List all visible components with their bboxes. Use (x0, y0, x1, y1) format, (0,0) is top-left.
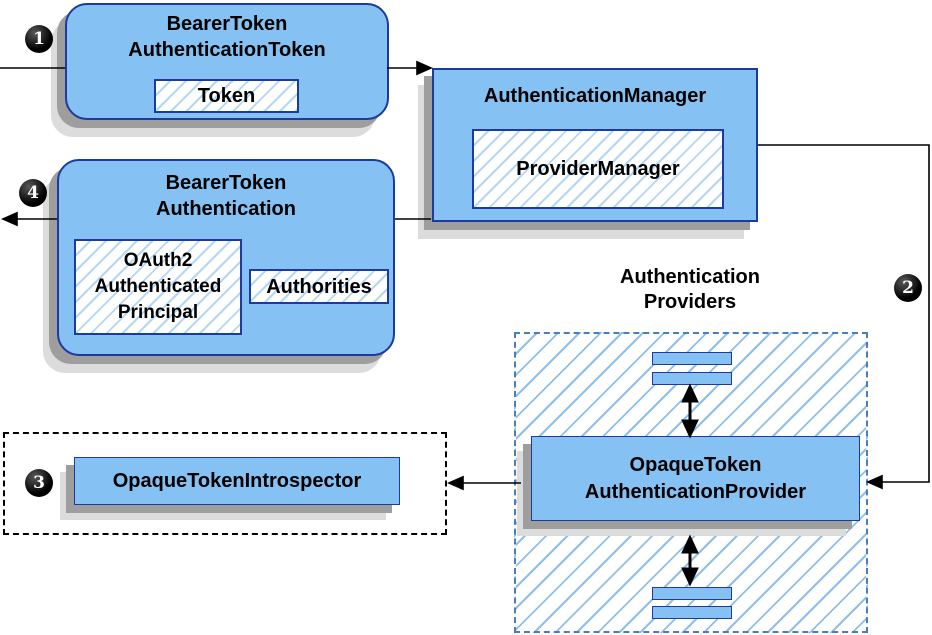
arrowhead-left-icon (447, 475, 464, 491)
bearer-token-authentication-token-node: BearerToken AuthenticationToken Token (65, 3, 389, 120)
opaque-token-introspector-group: OpaqueTokenIntrospector (3, 432, 447, 535)
authentication-providers-label: Authentication Providers (620, 266, 760, 313)
provider-slot-bar (652, 372, 732, 385)
provider-manager-box: ProviderManager (472, 129, 724, 209)
step-1-badge: 1 (25, 25, 53, 53)
authentication-manager-node: AuthenticationManager ProviderManager (432, 68, 758, 222)
bearer-token-authentication-title: BearerToken Authentication (156, 172, 296, 220)
provider-manager-label: ProviderManager (516, 158, 680, 180)
arrowhead-left-icon (1, 211, 18, 227)
oauth2-authenticated-principal-label: OAuth2 Authenticated Principal (94, 250, 222, 323)
authorities-box: Authorities (249, 269, 389, 304)
token-label: Token (197, 85, 256, 107)
opaque-token-introspector-node: OpaqueTokenIntrospector (74, 457, 400, 505)
provider-slot-bar (652, 352, 732, 365)
bearer-token-authentication-token-title: BearerToken AuthenticationToken (128, 13, 326, 61)
step-3-badge: 3 (25, 469, 53, 497)
authentication-providers-region: OpaqueToken AuthenticationProvider (514, 332, 868, 633)
authorities-label: Authorities (266, 275, 372, 298)
step-4-badge: 4 (19, 179, 47, 207)
oauth2-authenticated-principal-box: OAuth2 Authenticated Principal (74, 239, 242, 335)
authentication-manager-title: AuthenticationManager (483, 85, 707, 107)
opaque-token-authentication-provider-node: OpaqueToken AuthenticationProvider (531, 436, 860, 521)
step-2-badge: 2 (894, 274, 922, 302)
provider-slot-bar (652, 587, 732, 600)
arrowhead-right-icon (416, 60, 433, 76)
provider-slot-bar (652, 606, 732, 619)
token-box: Token (154, 79, 299, 113)
opaque-token-introspector-label: OpaqueTokenIntrospector (112, 469, 362, 492)
arrowhead-left-icon (866, 474, 883, 490)
bearer-token-authentication-node: BearerToken Authentication OAuth2 Authen… (57, 159, 395, 356)
